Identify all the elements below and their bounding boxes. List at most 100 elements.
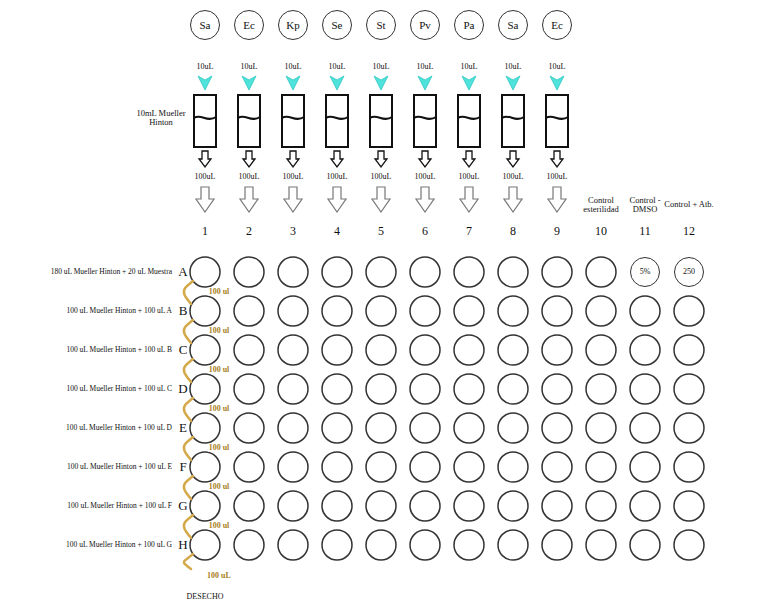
plate-well [498,452,528,482]
broth-level [194,117,216,119]
plate-well [454,452,484,482]
plate-well [454,491,484,521]
transfer-volume: 100 uL [206,572,232,581]
plate-well [234,452,264,482]
plate-well [234,413,264,443]
inoculum-arrow [462,76,476,90]
organism-code: St [376,20,385,31]
dilution-arc [184,476,193,499]
volume-label: 100uL [283,173,304,182]
plate-well [278,452,308,482]
plate-well [674,491,704,521]
row-letter: G [178,499,187,513]
volume-label: 10uL [505,63,522,72]
organism-code: Kp [286,20,299,31]
plate-well [366,530,396,560]
plate-well [542,374,572,404]
plate-well [278,335,308,365]
column-number: 5 [378,225,384,238]
control-well: 5% [630,257,660,287]
row-letter: H [178,538,187,552]
plate-well [322,452,352,482]
organism-code: Se [332,20,343,31]
plate-well [190,530,220,560]
organism-code: Ec [551,20,563,31]
plate-well [498,257,528,287]
transfer-volume: 100 ul [208,521,231,530]
plate-well [542,257,572,287]
plate-well [322,530,352,560]
dilution-arc [184,398,193,421]
plate-well [454,296,484,326]
control-well: 250 [674,257,704,287]
plate-well [278,491,308,521]
control-header: Control + Atb. [664,200,714,209]
row-letter: B [179,304,188,318]
inoculum-arrow [198,76,212,90]
well-note: 5% [640,268,651,276]
plate-well [366,257,396,287]
inoculum-arrow [286,76,300,90]
small-arrows [199,151,563,167]
row-recipe: 100 uL Mueller Hinton + 100 uL G [66,541,172,549]
plate-well [586,530,616,560]
transfer-volume: 100 ul [208,482,231,491]
plate-well [322,374,352,404]
well-note: 250 [683,268,695,276]
volume-label: 100uL [459,173,480,182]
plate-well [366,413,396,443]
column-number: 6 [422,225,428,238]
broth-tube [458,95,480,147]
transfer-arrow [419,151,431,167]
row-recipe: 100 uL Mueller Hinton + 100 uL F [67,502,172,510]
row-letter: E [179,421,187,435]
inoculum-arrow [374,76,388,90]
plate-well [234,335,264,365]
volume-label: 100uL [327,173,348,182]
plate-well [498,530,528,560]
volume-label: 100uL [547,173,568,182]
inoculum-arrow [418,76,432,90]
row-letter: C [179,343,188,357]
plate-well [454,374,484,404]
organism-circle: Sa [498,10,528,40]
plate-well [630,491,660,521]
plate-well [410,491,440,521]
broth-level [238,117,260,119]
plate-well [542,335,572,365]
row-recipe: 100 uL Mueller Hinton + 100 uL C [66,385,172,393]
row-recipe: 180 uL Mueller Hinton + 20 uL Muestra [51,268,172,276]
transfer-volume: 100 ul [208,365,231,374]
column-arrow [284,187,302,212]
row-letter: F [179,460,186,474]
plate-well [234,491,264,521]
organism-code: Ec [243,20,255,31]
control-header: Control esterilidad [576,196,626,215]
column-number: 11 [639,225,651,238]
column-arrow [548,187,566,212]
transfer-volume: 100 ul [208,443,231,452]
plate-well [234,296,264,326]
plate-well [630,374,660,404]
plate-well [542,296,572,326]
dilution-arc [184,437,193,460]
dilution-arc [184,359,193,382]
plate-well [410,296,440,326]
plate-well [674,413,704,443]
broth-level [326,117,348,119]
plate-well [278,374,308,404]
organism-circle: Se [322,10,352,40]
row-recipe: 100 uL Mueller Hinton + 100 uL B [66,346,172,354]
plate-well [586,413,616,443]
plate-well [542,413,572,443]
broth-tube [370,95,392,147]
row-recipe: 100 uL Mueller Hinton + 100 uL E [67,463,172,471]
plate-well [322,296,352,326]
broth-tube [326,95,348,147]
plate-well [674,296,704,326]
plate-well [190,374,220,404]
volume-label: 10uL [417,63,434,72]
plate-well [410,530,440,560]
broth-tube [238,95,260,147]
plate-well [542,452,572,482]
